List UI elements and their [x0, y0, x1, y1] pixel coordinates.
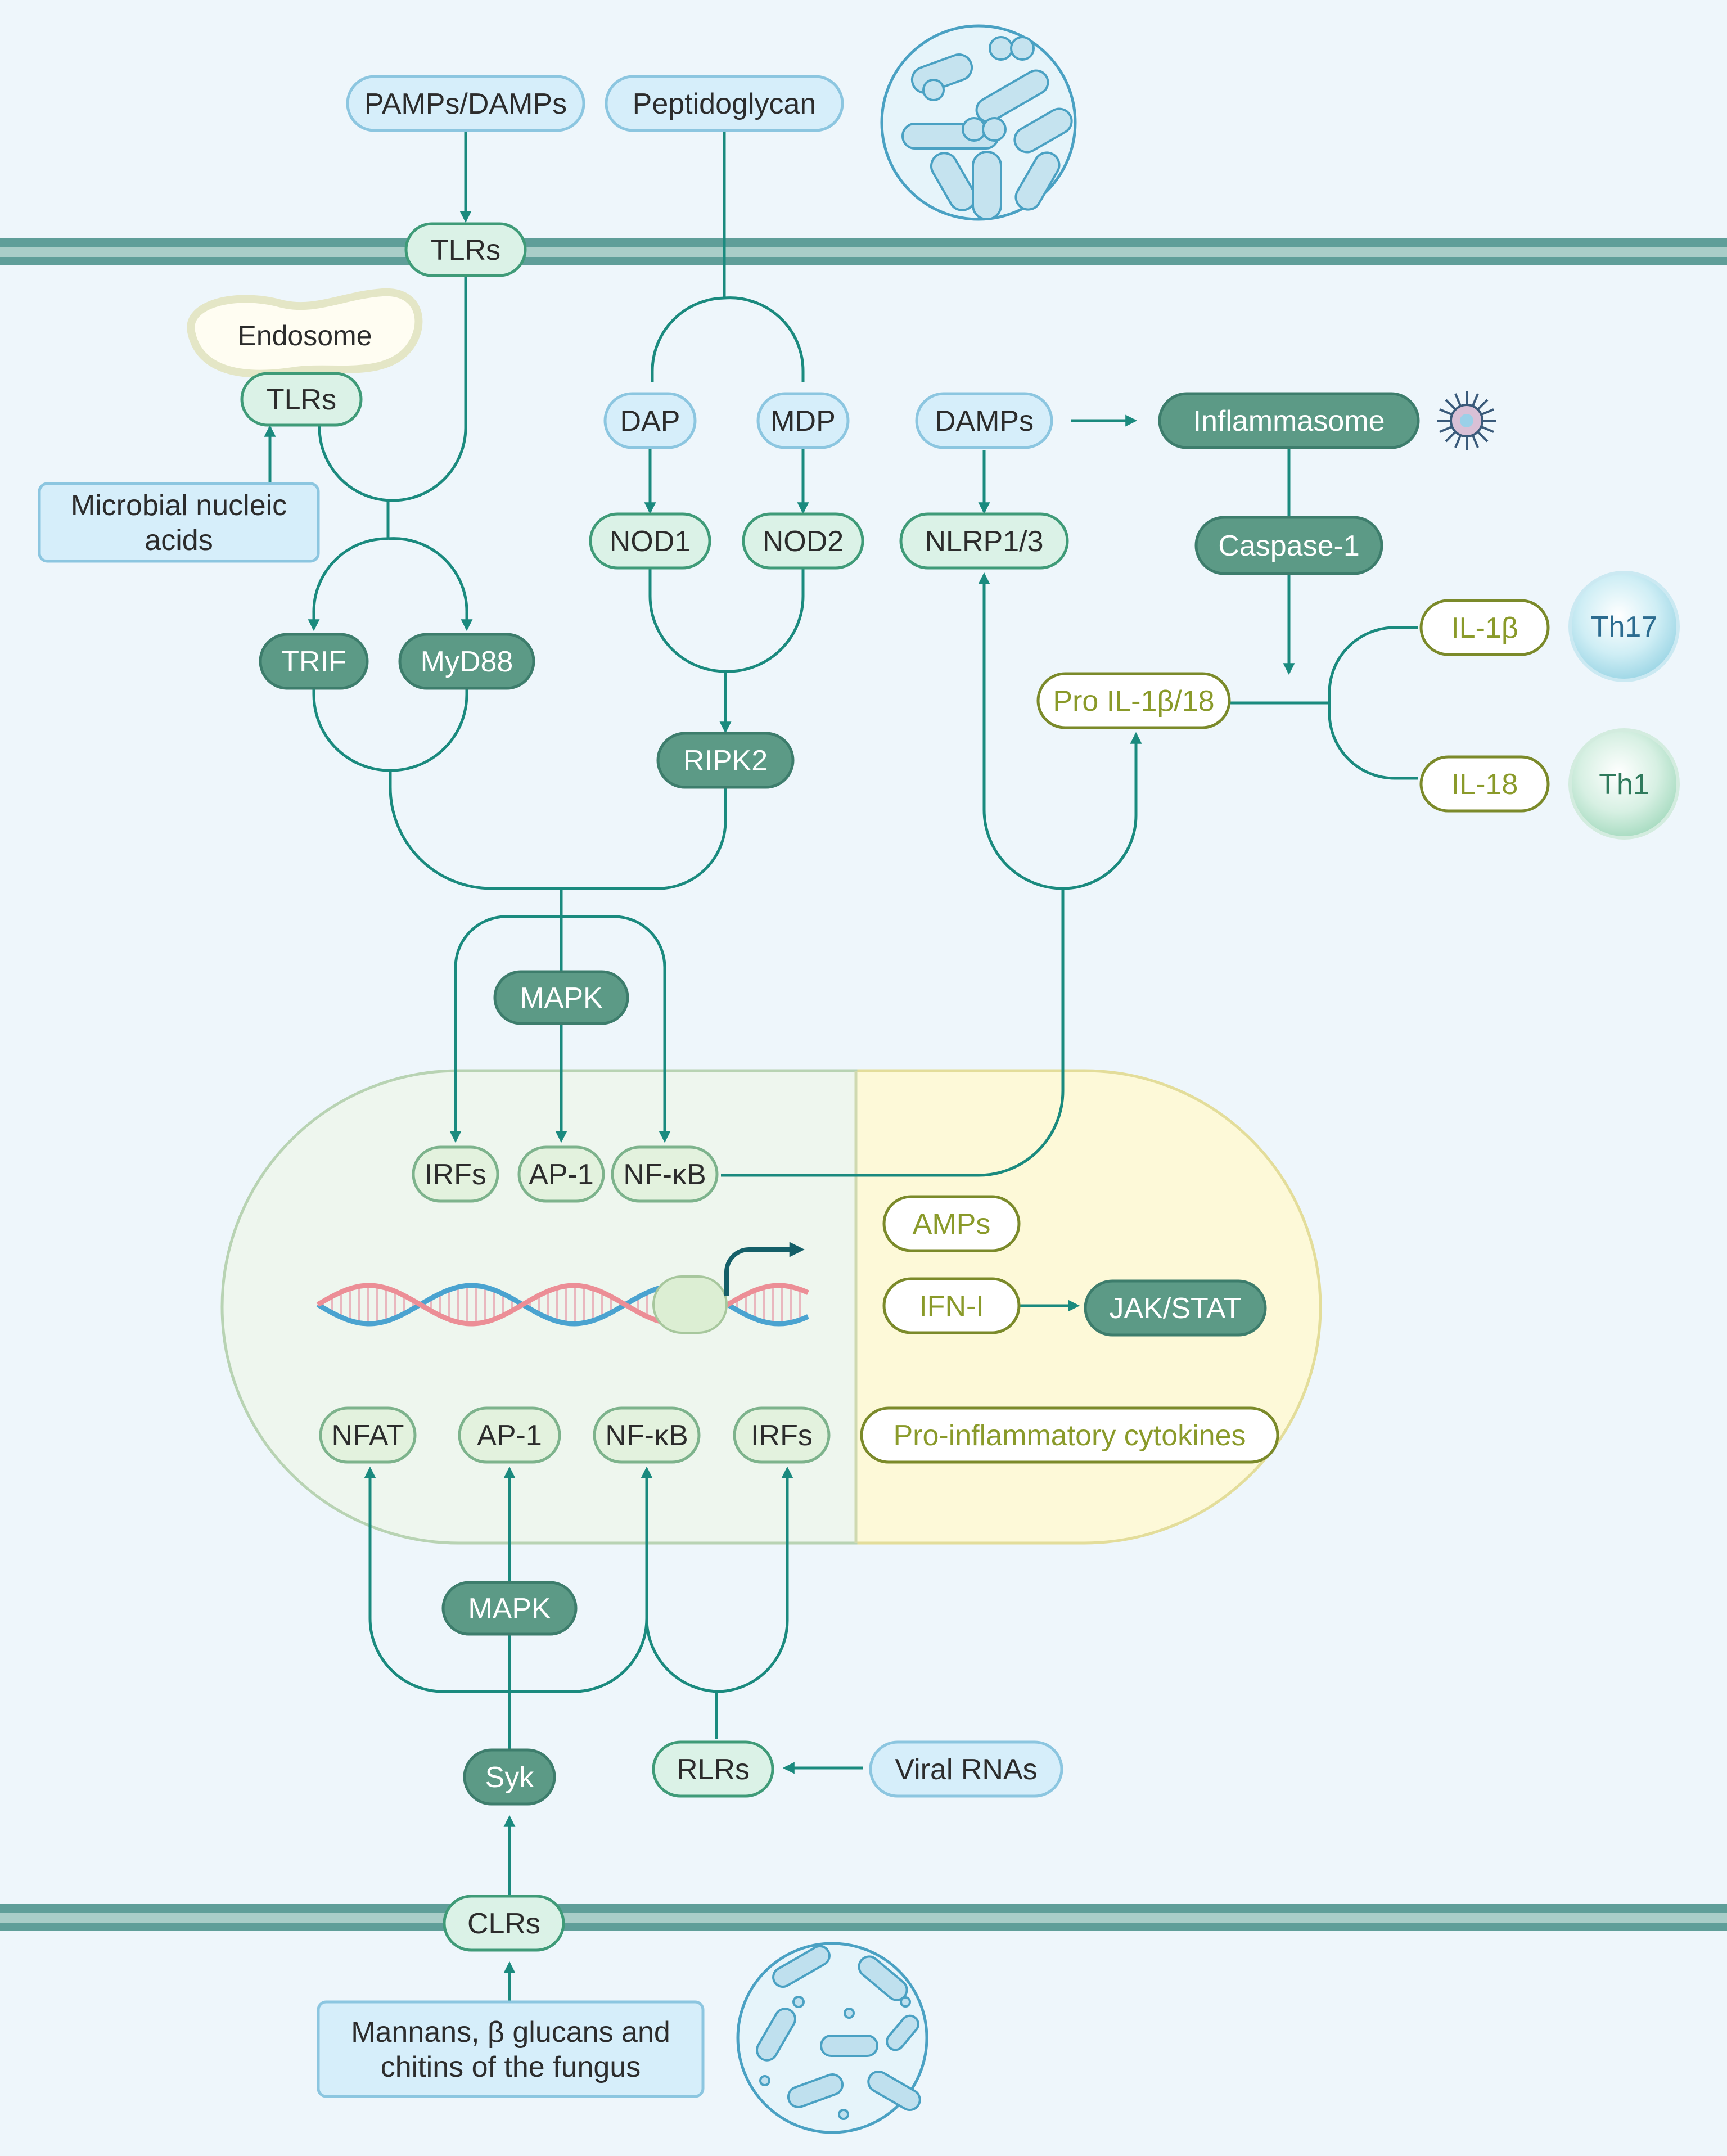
tlrs-membrane: TLRs: [404, 222, 527, 277]
nfkb-bottom-node-text: NF-κB: [605, 1419, 688, 1452]
th17-label: Th17: [1591, 611, 1658, 643]
nod2-node-text: NOD2: [763, 525, 844, 558]
peptidoglycan-label: Peptidoglycan: [605, 75, 844, 132]
trif-node-text: TRIF: [281, 646, 346, 678]
mapk-bottom-node: MAPK: [441, 1581, 578, 1636]
viral-rnas-label-text: Viral RNAs: [895, 1753, 1037, 1786]
pamps-damps-label: PAMPs/DAMPs: [346, 75, 585, 132]
connectors: [264, 129, 1418, 2004]
irfs-top-node: IRFs: [412, 1145, 499, 1203]
microbial-nucleic-acids-box-line-1: Microbial nucleic: [71, 489, 287, 522]
myd88-node-text: MyD88: [421, 646, 513, 678]
amps-node: AMPs: [882, 1195, 1021, 1252]
cytokines-node-text: Pro-inflammatory cytokines: [893, 1419, 1246, 1452]
jak-stat-node: JAK/STAT: [1084, 1279, 1267, 1337]
amps-node-text: AMPs: [913, 1208, 991, 1241]
trif-node: TRIF: [259, 633, 369, 690]
tlrs-membrane-text: TLRs: [431, 234, 500, 267]
irfs-bottom-node-text: IRFs: [751, 1419, 813, 1452]
th1-label: Th1: [1599, 768, 1649, 801]
nlrp-node-text: NLRP1/3: [925, 525, 1044, 558]
nlrp-node: NLRP1/3: [899, 512, 1069, 570]
tlrs-endosome-text: TLRs: [267, 384, 336, 416]
ripk2-node: RIPK2: [656, 732, 795, 789]
irfs-top-node-text: IRFs: [425, 1158, 486, 1191]
ripk2-node-text: RIPK2: [683, 745, 768, 777]
caspase1-node: Caspase-1: [1194, 516, 1383, 575]
nfat-node: NFAT: [319, 1406, 417, 1464]
jak-stat-node-text: JAK/STAT: [1110, 1292, 1242, 1325]
dna-strands: [316, 1275, 809, 1334]
ap1-bottom-node: AP-1: [458, 1406, 561, 1464]
nod1-node: NOD1: [589, 512, 711, 570]
il1b-node: IL-1β: [1419, 599, 1550, 656]
endosome-label: Endosome: [237, 320, 372, 351]
mapk-top-node: MAPK: [493, 970, 629, 1025]
caspase1-node-text: Caspase-1: [1218, 530, 1359, 562]
il18-node-text: IL-18: [1451, 768, 1518, 801]
mdp-node: MDP: [756, 392, 850, 449]
nfat-node-text: NFAT: [331, 1419, 404, 1452]
myd88-node: MyD88: [398, 633, 535, 690]
dap-node-text: DAP: [620, 405, 680, 437]
endosome: Endosome: [187, 288, 423, 378]
il1b-node-text: IL-1β: [1451, 612, 1518, 644]
ifn-node-text: IFN-I: [919, 1290, 984, 1323]
polymerase-icon: [652, 1275, 728, 1334]
pamps-damps-label-text: PAMPs/DAMPs: [364, 88, 567, 120]
ap1-top-node-text: AP-1: [529, 1158, 594, 1191]
clrs-node-text: CLRs: [467, 1907, 540, 1940]
damps-node-text: DAMPs: [935, 405, 1034, 437]
ifn-node: IFN-I: [882, 1277, 1021, 1334]
mdp-node-text: MDP: [770, 405, 836, 437]
irfs-bottom-node: IRFs: [733, 1406, 831, 1464]
virus-icon: [1437, 391, 1496, 450]
syk-node: Syk: [463, 1748, 556, 1806]
ap1-bottom-node-text: AP-1: [477, 1419, 542, 1452]
viral-rnas-label: Viral RNAs: [869, 1740, 1063, 1798]
bottom-membrane: [0, 1904, 1727, 1931]
tlrs-endosome: TLRs: [240, 372, 363, 427]
mapk-top-node-text: MAPK: [520, 982, 603, 1014]
fungus-box-line-1: Mannans, β glucans and: [351, 2016, 670, 2049]
nfkb-top-node-text: NF-κB: [623, 1158, 706, 1191]
pro-il-node: Pro IL-1β/18: [1036, 672, 1231, 729]
syk-node-text: Syk: [485, 1761, 535, 1794]
bacteria-icon: [880, 24, 1077, 221]
clrs-node: CLRs: [443, 1895, 565, 1952]
nod1-node-text: NOD1: [610, 525, 691, 558]
il18-node: IL-18: [1419, 755, 1550, 813]
ap1-top-node: AP-1: [517, 1145, 605, 1203]
nfkb-top-node: NF-κB: [611, 1145, 719, 1203]
peptidoglycan-label-text: Peptidoglycan: [633, 88, 817, 120]
inflammasome-node-text: Inflammasome: [1193, 405, 1385, 437]
rlrs-node-text: RLRs: [677, 1753, 750, 1786]
nod2-node: NOD2: [742, 512, 864, 570]
dap-node: DAP: [603, 392, 697, 449]
top-membrane: [0, 238, 1727, 265]
nfkb-bottom-node: NF-κB: [593, 1406, 701, 1464]
th1-cell: Th1: [1568, 728, 1680, 840]
microbial-nucleic-acids-box-line-2: acids: [145, 524, 213, 557]
damps-node: DAMPs: [915, 392, 1053, 449]
th17-cell: Th17: [1568, 571, 1680, 682]
mapk-bottom-node-text: MAPK: [468, 1593, 551, 1625]
fungus-icon: [736, 1942, 928, 2134]
inflammasome-node: Inflammasome: [1158, 392, 1420, 449]
fungus-box-line-2: chitins of the fungus: [381, 2051, 641, 2083]
cytokines-node: Pro-inflammatory cytokines: [860, 1406, 1279, 1464]
pro-il-node-text: Pro IL-1β/18: [1053, 685, 1214, 718]
rlrs-node: RLRs: [652, 1740, 774, 1798]
